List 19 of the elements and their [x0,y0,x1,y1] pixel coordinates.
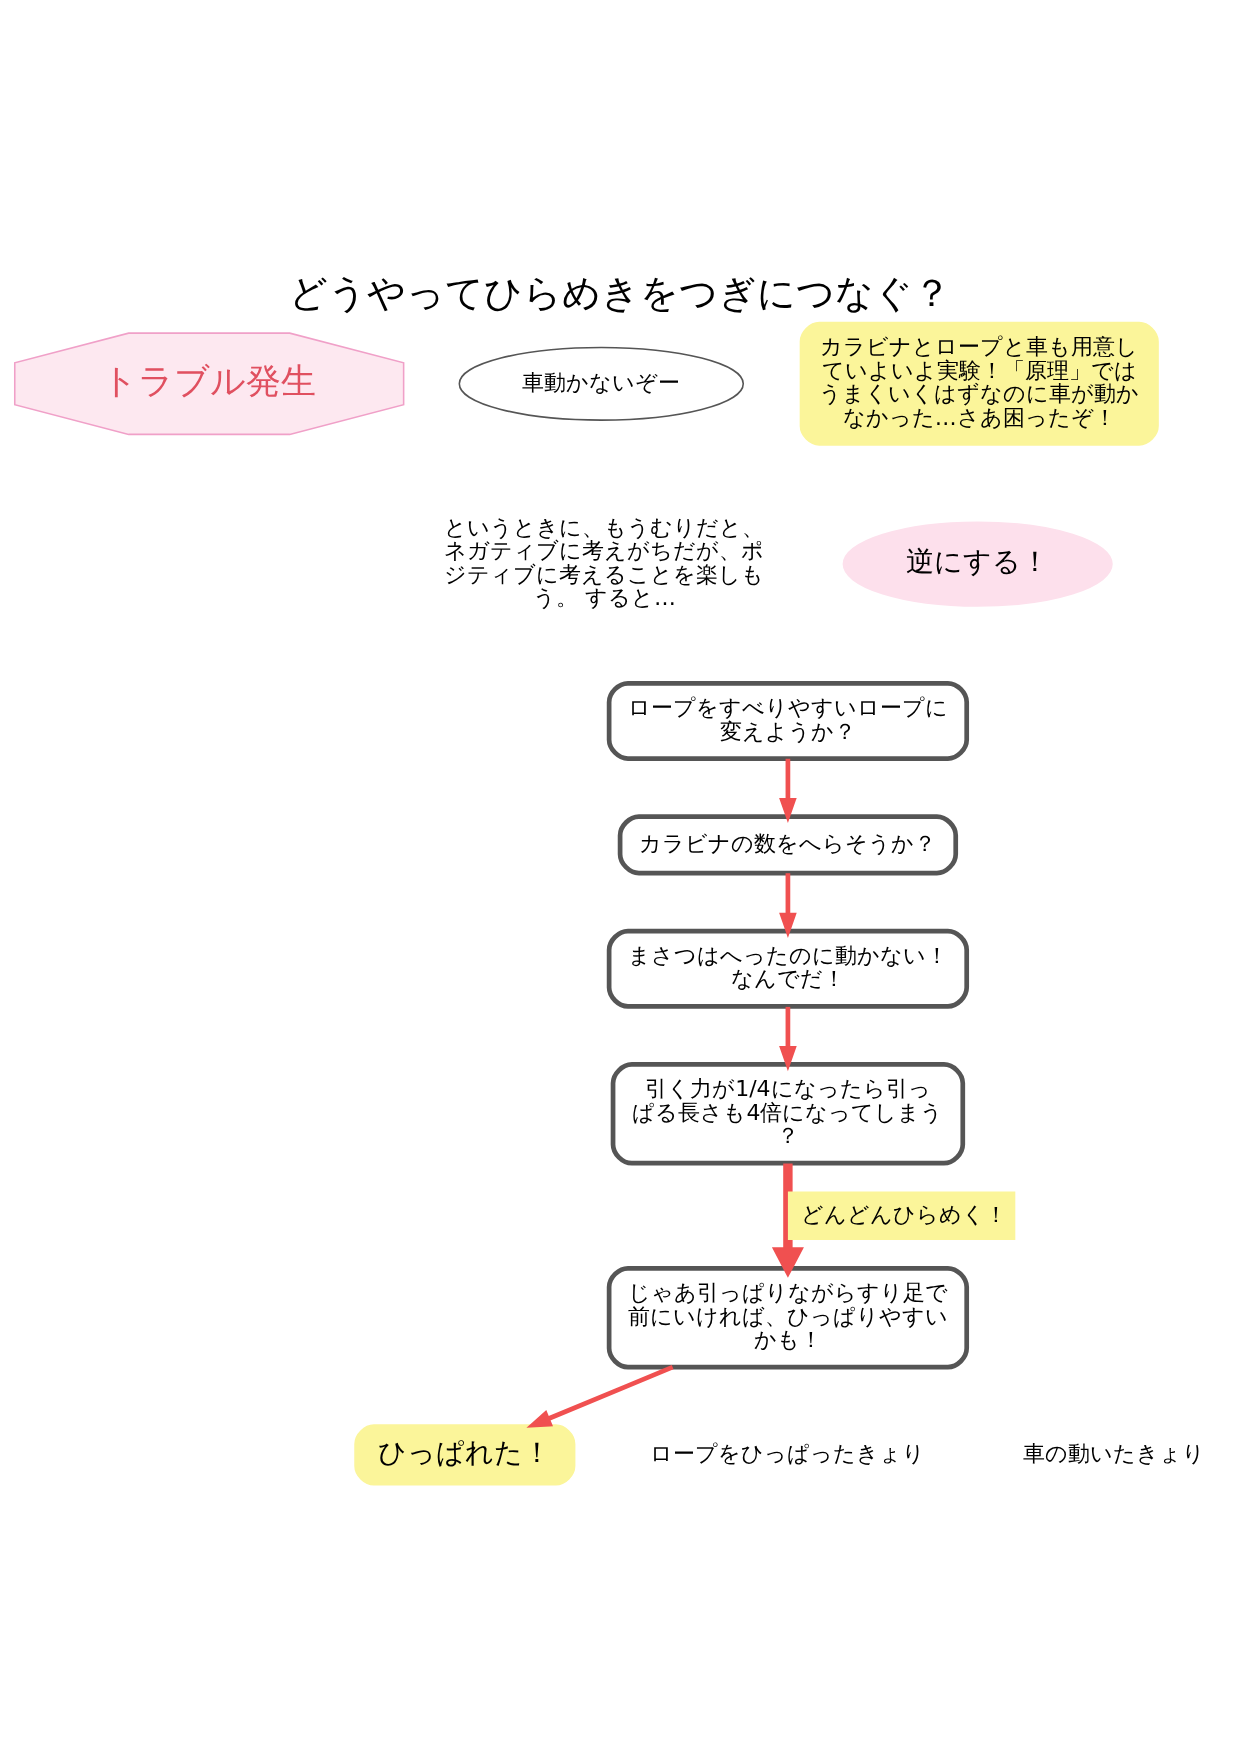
node-box: 引く力が1/4になったら引っぱる長さも4倍になってしまう？ [610,1062,966,1166]
node-box: カラビナの数をへらそうか？ [617,814,959,876]
node-box: ひっぱれた！ [354,1424,576,1486]
arrow [771,1163,804,1278]
arrow [779,873,797,938]
label: ロープをひっぱったきょり [650,1440,926,1466]
node-text: というときに、もうむりだと、ネガティブに考えがちだが、ポジティブに考えることを楽しもう。 すると… [444,514,765,611]
node-ellipse: 車動かないぞー [458,346,745,421]
arrow [779,1006,797,1072]
diagram-title: どうやってひらめきをつぎにつなぐ？ [289,270,952,315]
node-box: まさつはへったのに動かない！なんでだ！ [606,928,970,1009]
node-ellipse: 逆にする！ [842,521,1113,607]
label: 車の動いたきょり [1023,1440,1206,1466]
arrow [779,758,797,824]
node-box: カラビナとロープと車も用意していよいよ実験！「原理」ではうまくいくはずなのに車が動かなかった…さあ困ったぞ！ [799,321,1159,446]
node-box: ロープをすべりやすいロープに変えようか？ [606,680,970,761]
node-box: じゃあ引っぱりながらすり足で前にいければ、ひっぱりやすいかも！ [606,1265,970,1370]
arrow [526,1364,674,1428]
edge-label: どんどんひらめく！ [801,1202,1008,1228]
